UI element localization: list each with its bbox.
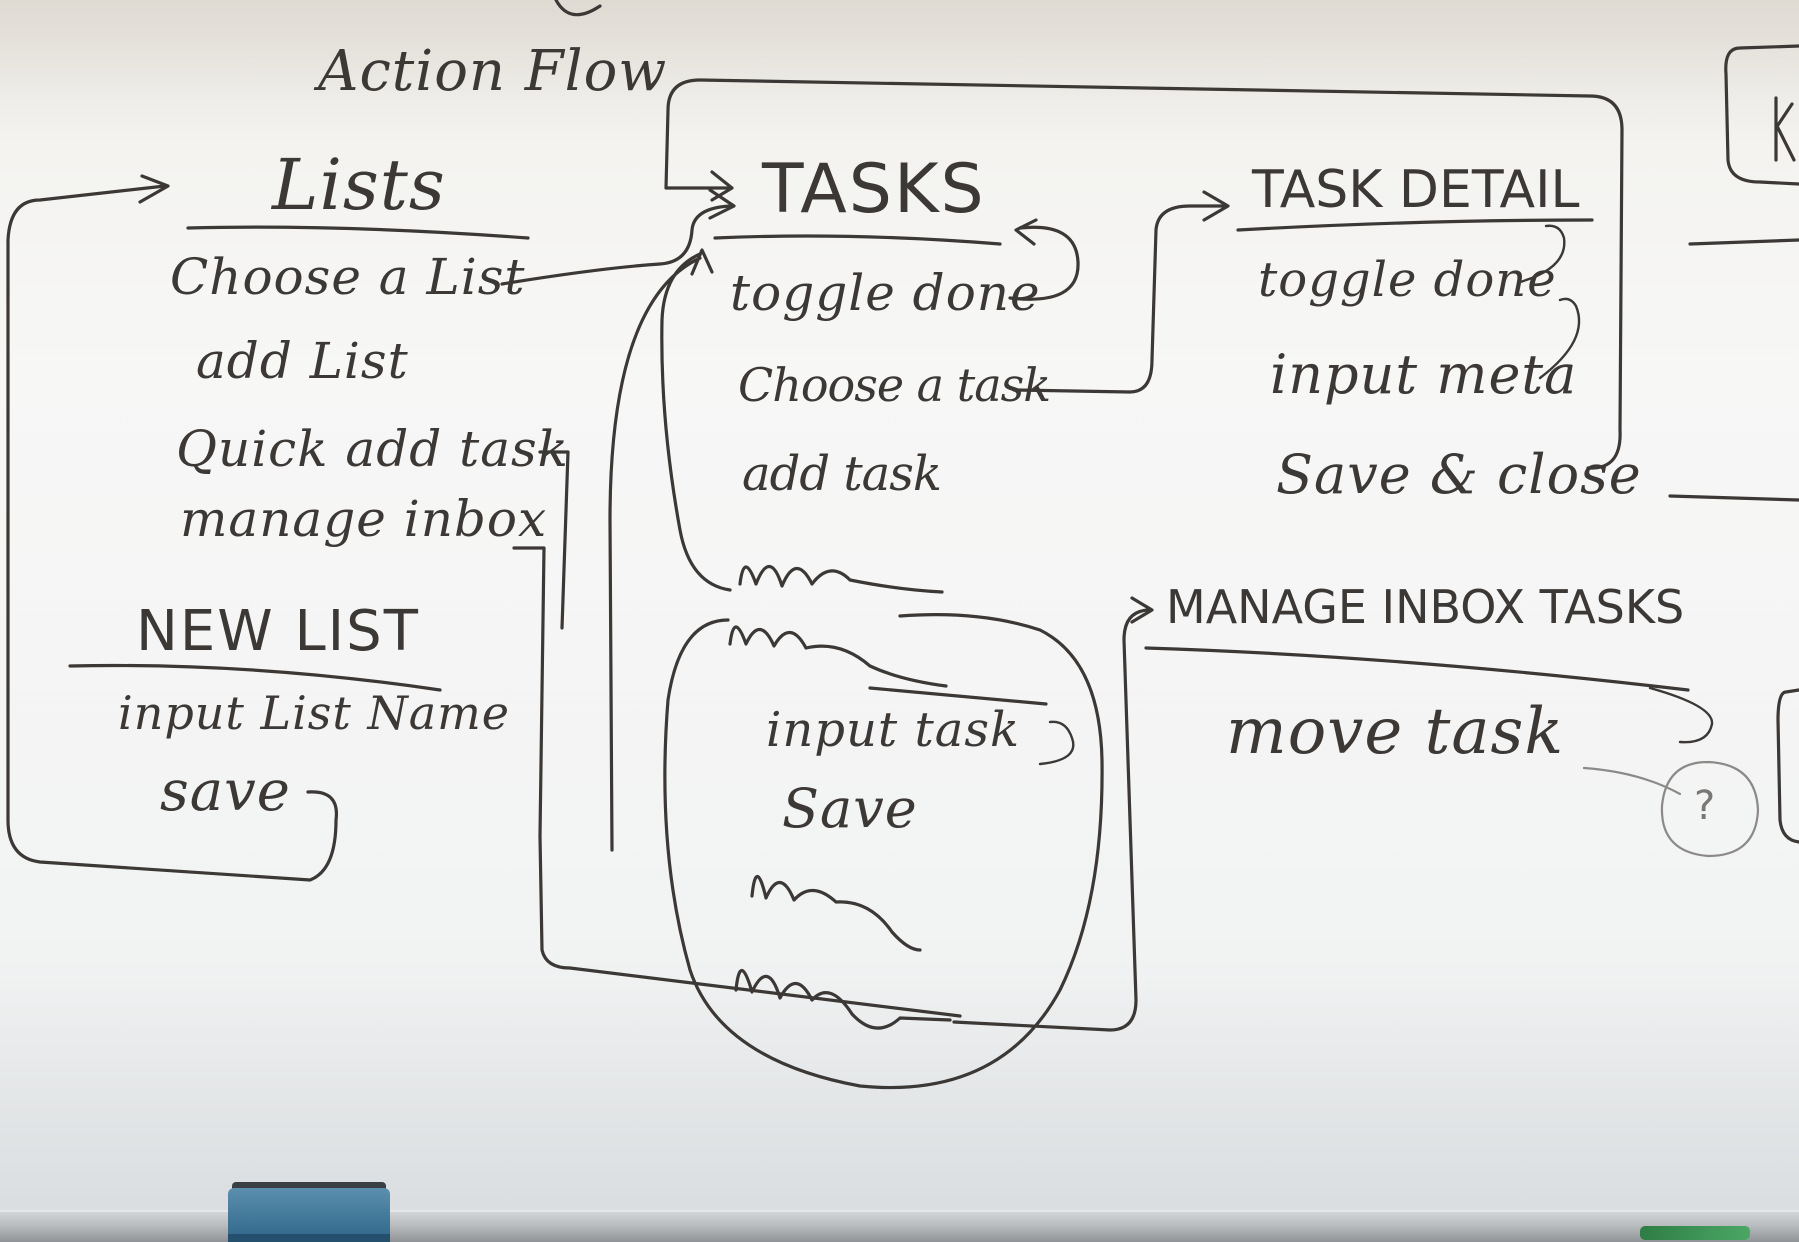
arrowhead-lists [138, 174, 170, 204]
manage-inbox-heading: MANAGE INBOX TASKS [1166, 580, 1685, 634]
arrow-to-manage-inbox [952, 608, 1152, 1032]
new-list-underline [68, 663, 442, 692]
new-list-item-save: save [160, 759, 291, 824]
popup-underline [868, 686, 1048, 706]
edge-box-2 [1688, 238, 1799, 246]
toggle-done-self-loop-head [1014, 218, 1038, 246]
diagram-title: Action Flow [318, 39, 668, 104]
popup-item-input-task: input task [766, 702, 1021, 758]
arrow-save-to-lists [6, 184, 339, 882]
board-glare [0, 0, 1799, 140]
tasks-item-toggle-done: toggle done [730, 264, 1041, 322]
task-detail-item-save-close: Save & close [1276, 443, 1642, 506]
popup-item-save: Save [782, 777, 918, 840]
arrow-add-task-loop [660, 252, 732, 592]
tasks-underline [713, 234, 1002, 246]
lists-heading: Lists [272, 144, 446, 226]
arrow-task-detail-to-tasks [664, 78, 1624, 470]
quick-add-bracket [538, 450, 570, 630]
edge-glyph [1774, 96, 1796, 162]
detail-toggle-loop [1518, 224, 1566, 284]
edge-box-2b [1668, 494, 1799, 502]
squiggle-2 [728, 625, 948, 688]
tasks-item-add-task: add task [742, 446, 942, 502]
new-list-item-input-name: input List Name [118, 686, 511, 740]
squiggle-4 [734, 968, 952, 1030]
arrowhead-add-task [690, 248, 714, 276]
task-detail-heading: TASK DETAIL [1252, 160, 1580, 220]
task-detail-underline [1236, 218, 1594, 232]
arrow-choose-task-to-detail [1012, 204, 1226, 394]
edge-box-3 [1776, 688, 1799, 844]
toggle-done-self-loop [1008, 225, 1080, 301]
lists-underline [186, 225, 530, 240]
task-detail-item-toggle-done: toggle done [1258, 252, 1557, 308]
lists-item-add-list: add List [196, 332, 409, 390]
question-circle [1660, 760, 1760, 858]
input-task-loop [1038, 720, 1075, 766]
squiggle-1 [738, 564, 944, 594]
question-mark: ? [1694, 783, 1718, 829]
eraser [228, 1188, 390, 1242]
add-task-popup-outline [663, 613, 1104, 1090]
squiggle-3 [750, 874, 922, 952]
manage-inbox-underline [1144, 646, 1690, 692]
edge-box-1 [1724, 44, 1799, 186]
manage-inbox-item-move-task: move task [1226, 695, 1565, 769]
new-list-heading: NEW LIST [136, 599, 420, 664]
arrowhead-task-detail [1202, 190, 1230, 222]
tasks-item-choose-task: Choose a task [738, 358, 1051, 412]
arrowhead-tasks-top [710, 170, 734, 202]
move-task-loop [1648, 686, 1714, 744]
lists-item-choose-list: Choose a List [170, 248, 526, 306]
lists-item-manage-inbox: manage inbox [180, 490, 548, 548]
arrowhead-manage-inbox [1130, 596, 1154, 624]
tasks-heading: TASKS [762, 150, 986, 229]
long-left-connector [608, 256, 702, 852]
eraser-top [232, 1182, 386, 1192]
green-marker [1640, 1226, 1750, 1240]
detail-meta-loop [1538, 297, 1581, 380]
arrow-choose-list-to-tasks [500, 204, 732, 286]
top-mark [554, 0, 602, 17]
manage-inbox-bracket [512, 546, 962, 1018]
task-detail-item-input-meta: input meta [1270, 343, 1578, 406]
lists-item-quick-add-task: Quick add task [176, 420, 569, 478]
move-task-to-question [1582, 766, 1682, 796]
